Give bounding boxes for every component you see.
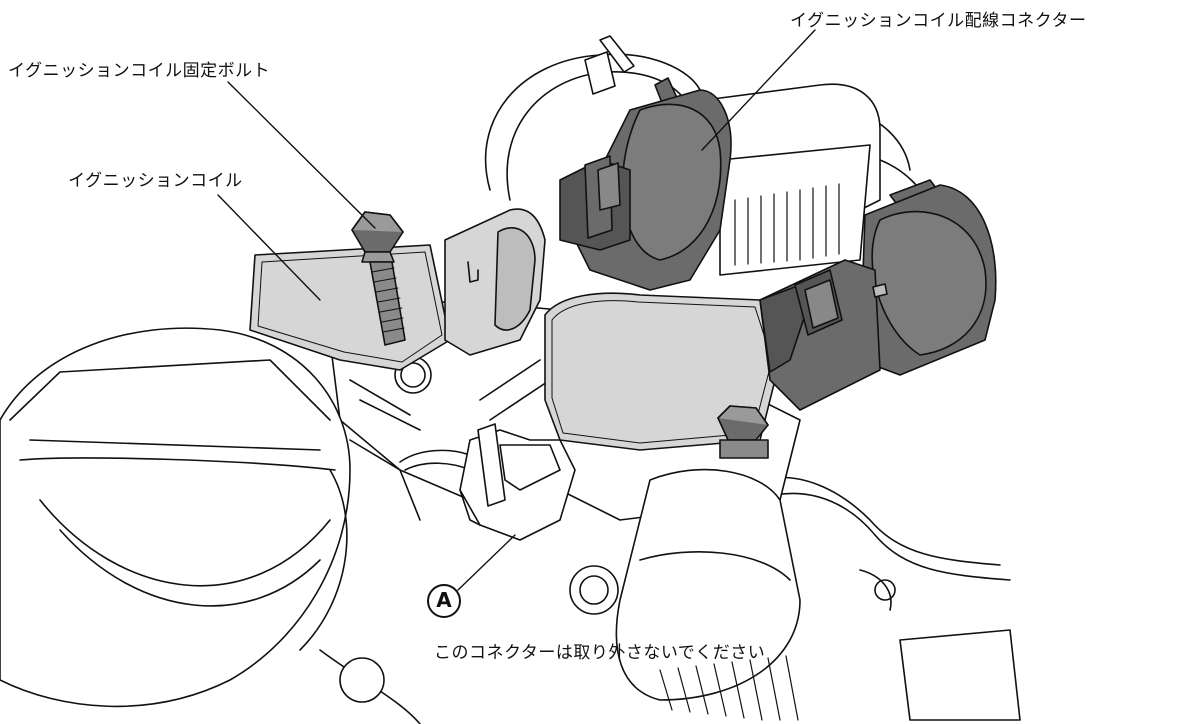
label-ignition-coil-fixing-bolt: イグニッションコイル固定ボルト [8, 61, 271, 81]
ignition-coil-center [544, 292, 781, 459]
label-ignition-coil: イグニッションコイル [68, 171, 243, 191]
leader-line-coil [217, 194, 321, 301]
callout-a: A [427, 584, 461, 618]
coil-wiring-connector-right [759, 179, 997, 411]
leader-lines [217, 29, 816, 591]
rear-coil-housing [704, 83, 881, 276]
front-right-coil-housing [569, 468, 1021, 721]
left-round-cover [0, 327, 421, 724]
label-ignition-coil-wiring-connector: イグニッションコイル配線コネクター [790, 11, 1087, 31]
leader-line-connector [701, 29, 816, 151]
coil-wiring-connector-upper [559, 77, 732, 291]
connector-a [399, 423, 576, 541]
label-do-not-remove-note: このコネクターは取り外さないでください [434, 643, 766, 663]
leader-line-bolt [227, 81, 376, 229]
leader-line-a [457, 534, 516, 591]
